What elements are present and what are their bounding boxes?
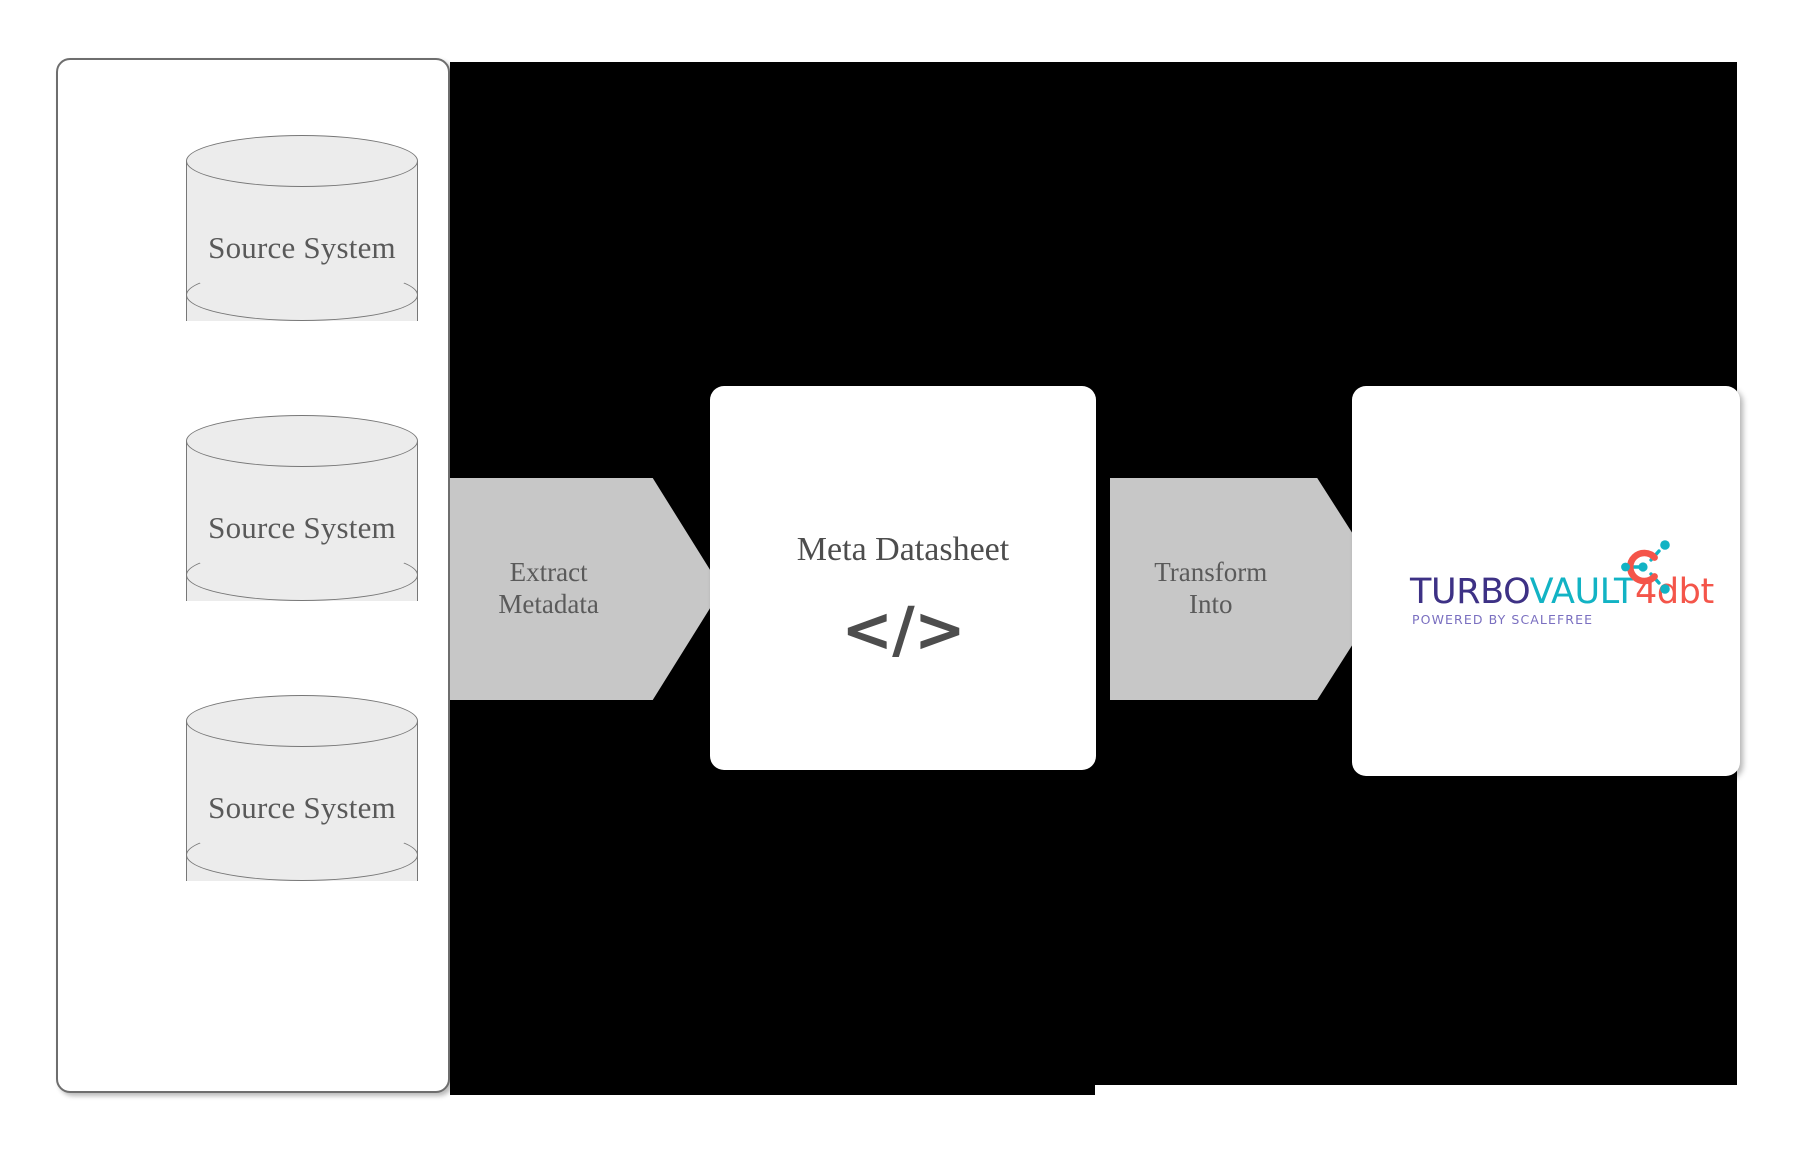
source-system-label: Source System xyxy=(208,230,396,265)
source-system-cylinder[interactable]: Source System xyxy=(186,135,418,347)
code-brackets-icon: </> xyxy=(841,593,966,666)
cylinder-top-ellipse xyxy=(186,415,418,467)
source-system-cylinder[interactable]: Source System xyxy=(186,695,418,907)
wordmark-part-turbo: TURBO xyxy=(1410,572,1530,612)
source-system-cylinder[interactable]: Source System xyxy=(186,415,418,627)
source-system-label: Source System xyxy=(208,790,396,825)
black-backdrop-foot xyxy=(450,1085,1095,1095)
extract-metadata-label: Extract Metadata xyxy=(498,557,599,620)
source-system-label: Source System xyxy=(208,510,396,545)
cylinder-bottom-ellipse xyxy=(186,269,418,321)
meta-datasheet-card[interactable]: Meta Datasheet </> xyxy=(710,386,1096,770)
transform-into-label: Transform Into xyxy=(1154,557,1268,620)
cylinder-bottom-ellipse xyxy=(186,549,418,601)
turbovault4dbt-card[interactable]: TURBOVAULT4dbt POWERED BY SCALEFREE xyxy=(1352,386,1740,776)
cylinder-top-ellipse xyxy=(186,135,418,187)
wordmark-part-vault: VAULT xyxy=(1529,572,1636,612)
meta-datasheet-title: Meta Datasheet xyxy=(796,531,1010,568)
source-systems-panel: Source System Source System Source Syste… xyxy=(56,58,450,1093)
logo-tagline: POWERED BY SCALEFREE xyxy=(1412,612,1594,627)
cylinder-top-ellipse xyxy=(186,695,418,747)
extract-metadata-arrow: Extract Metadata xyxy=(450,478,722,700)
turbovault4dbt-logo: TURBOVAULT4dbt POWERED BY SCALEFREE xyxy=(1410,536,1714,646)
cylinder-bottom-ellipse xyxy=(186,829,418,881)
transform-into-arrow: Transform Into xyxy=(1110,478,1388,700)
network-nodes-icon xyxy=(1621,540,1670,594)
